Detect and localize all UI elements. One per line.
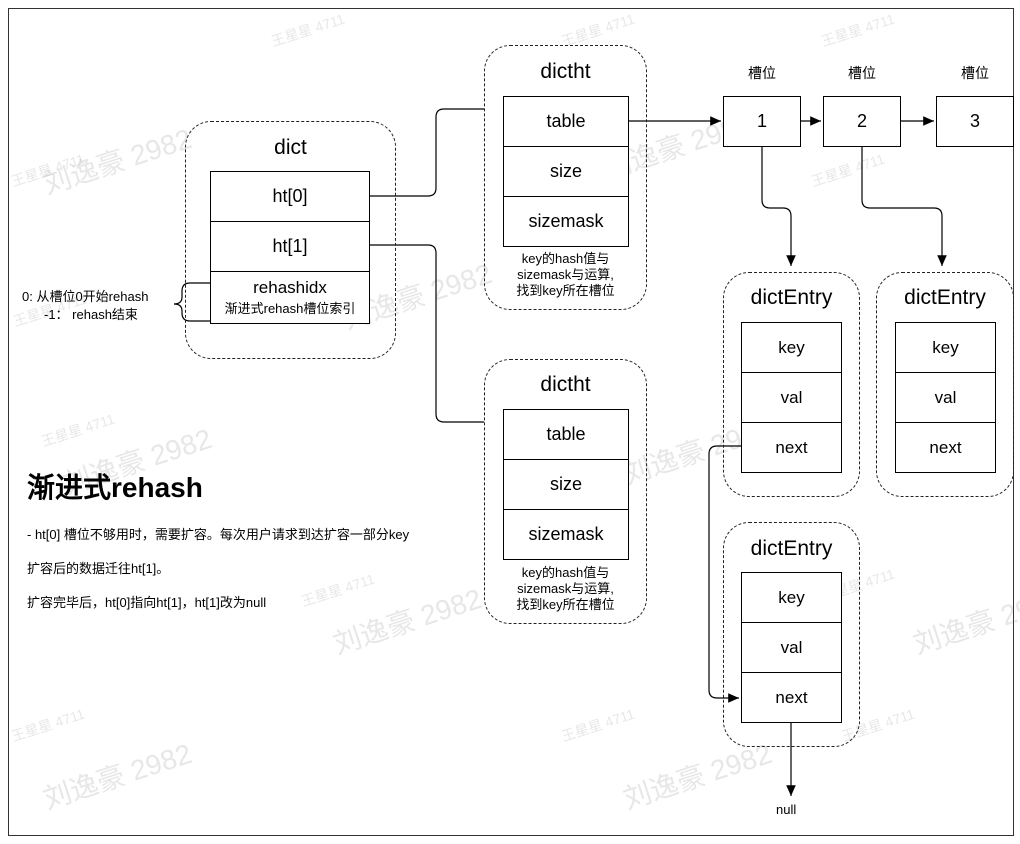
rehash-annotation-line2: -1： rehash结束 [44, 307, 138, 322]
slot-label-2: 槽位 [848, 65, 876, 81]
description-line-2: 扩容后的数据迁往ht[1]。 [27, 561, 170, 576]
dictht-bottom-title: dictht [540, 373, 591, 396]
dictht-top-note: key的hash值与 sizemask与运算, 找到key所在槽位 [494, 251, 637, 299]
description-line-1: - ht[0] 槽位不够用时，需要扩容。每次用户请求到达扩容一部分key [27, 527, 410, 542]
rehashidx-note: 渐进式rehash槽位索引 [224, 301, 356, 316]
dict-ht0-field: ht[0] [210, 171, 370, 222]
dictht-bottom-group [484, 359, 647, 624]
dictentry-1-next: next [741, 422, 842, 473]
dict-rehashidx-field: rehashidx 渐进式rehash槽位索引 [210, 271, 370, 324]
slot-label-3: 槽位 [961, 65, 989, 81]
dict-title: dict [274, 136, 307, 159]
note-line: sizemask与运算, [517, 581, 614, 596]
dictht-top-group [484, 45, 647, 310]
dictentry-2-title: dictEntry [904, 286, 986, 309]
dictht-bottom-table-field: table [503, 409, 629, 460]
dictentry-1-group [723, 272, 860, 497]
rehash-annotation-line1: 0: 从槽位0开始rehash [22, 289, 149, 304]
dictht-top-sizemask-field: sizemask [503, 196, 629, 247]
dictht-top-title: dictht [540, 60, 591, 83]
dictentry-3-key: key [741, 572, 842, 623]
slot-3: 3 [936, 96, 1014, 147]
note-line: 找到key所在槽位 [516, 597, 615, 612]
dictentry-1-val: val [741, 372, 842, 423]
note-line: key的hash值与 [521, 565, 610, 580]
dictentry-3-val: val [741, 622, 842, 673]
slot-label-1: 槽位 [748, 65, 776, 81]
null-label: null [776, 802, 797, 817]
dictht-top-size-field: size [503, 146, 629, 197]
dictentry-3-group [723, 522, 860, 747]
dictentry-2-val: val [895, 372, 996, 423]
dictentry-2-key: key [895, 322, 996, 373]
dict-group [185, 121, 396, 359]
dictht-bottom-note: key的hash值与 sizemask与运算, 找到key所在槽位 [494, 565, 637, 613]
dictentry-1-key: key [741, 322, 842, 373]
rehashidx-label: rehashidx [253, 278, 327, 297]
note-line: 找到key所在槽位 [516, 283, 615, 298]
note-line: key的hash值与 [521, 251, 610, 266]
description-line-3: 扩容完毕后，ht[0]指向ht[1]，ht[1]改为null [27, 595, 267, 610]
dictentry-1-title: dictEntry [750, 286, 833, 309]
dictentry-3-title: dictEntry [750, 537, 833, 560]
section-heading: 渐进式rehash [27, 472, 203, 503]
note-line: sizemask与运算, [517, 267, 614, 282]
slot-1: 1 [723, 96, 801, 147]
slot-2: 2 [823, 96, 901, 147]
dict-ht1-field: ht[1] [210, 221, 370, 272]
dictht-bottom-size-field: size [503, 459, 629, 510]
dictentry-2-next: next [895, 422, 996, 473]
dictentry-3-next: next [741, 672, 842, 723]
dictht-top-table-field: table [503, 96, 629, 147]
dictentry-2-group [876, 272, 1014, 497]
dictht-bottom-sizemask-field: sizemask [503, 509, 629, 560]
